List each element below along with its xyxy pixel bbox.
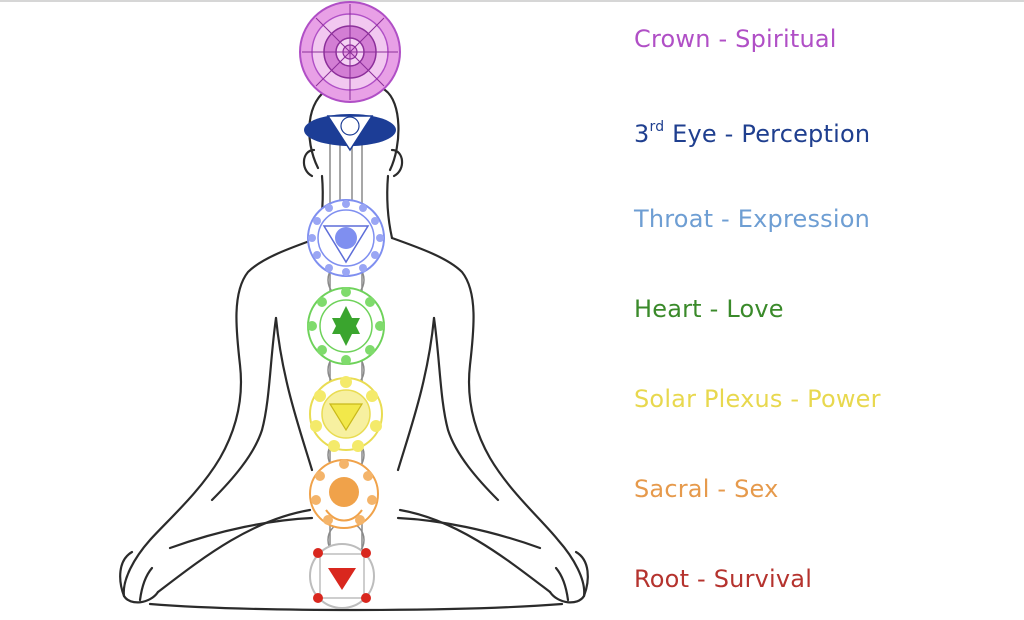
throat-chakra-symbol [307, 199, 385, 277]
heart-label: Heart - Love [634, 294, 784, 324]
throat-label: Throat - Expression [634, 204, 870, 234]
third-eye-suffix: rd [649, 119, 665, 135]
root-label: Root - Survival [634, 564, 812, 594]
sacral-meaning: Sex [734, 475, 779, 503]
root-chakra-symbol [309, 543, 375, 609]
sacral-chakra-symbol [309, 459, 379, 529]
heart-name: Heart [634, 295, 702, 323]
root-name: Root [634, 565, 690, 593]
crown-meaning: Spiritual [735, 25, 837, 53]
third-eye-label: 3rd Eye - Perception [634, 114, 870, 149]
third-eye-meaning: Perception [741, 120, 871, 148]
third-eye-chakra-symbol [304, 114, 396, 152]
throat-meaning: Expression [737, 205, 871, 233]
separator: - [701, 295, 727, 323]
throat-name: Throat [634, 205, 714, 233]
third-eye-number: 3 [634, 120, 650, 148]
root-meaning: Survival [713, 565, 813, 593]
solar-plexus-name: Solar Plexus [634, 385, 783, 413]
third-eye-name: Eye [664, 120, 717, 148]
crown-label: Crown - Spiritual [634, 24, 837, 54]
top-border [0, 0, 1024, 2]
separator: - [782, 385, 808, 413]
body-outline [119, 81, 589, 612]
solar-plexus-meaning: Power [807, 385, 881, 413]
heart-chakra-symbol [307, 287, 385, 365]
crown-chakra-symbol [299, 1, 401, 103]
solar-plexus-label: Solar Plexus - Power [634, 384, 881, 414]
separator: - [716, 120, 742, 148]
solar-plexus-chakra-symbol [309, 376, 383, 452]
separator: - [709, 475, 735, 503]
heart-meaning: Love [726, 295, 784, 323]
crown-name: Crown [634, 25, 711, 53]
separator: - [713, 205, 738, 233]
separator: - [689, 565, 714, 593]
separator: - [710, 25, 736, 53]
sacral-name: Sacral [634, 475, 710, 503]
sacral-label: Sacral - Sex [634, 474, 779, 504]
